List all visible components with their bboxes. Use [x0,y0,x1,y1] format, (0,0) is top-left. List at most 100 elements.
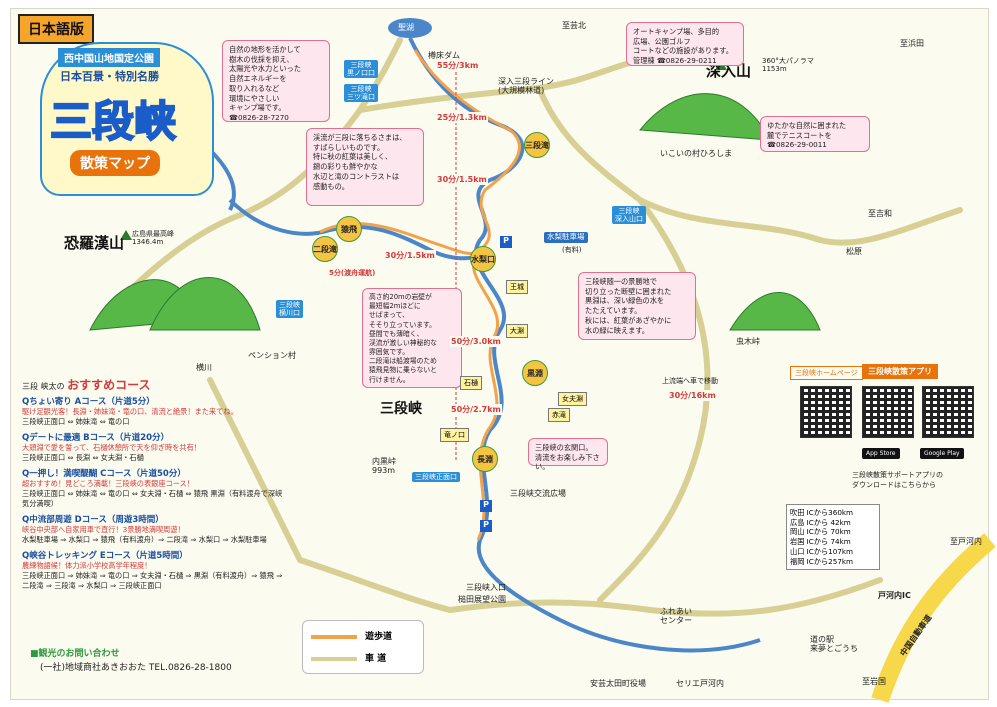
map-label: 散策マップ [70,150,160,176]
app-caption: 三段峡散策サポートアプリの ダウンロードはこちらから [852,471,943,489]
place-to-iwakuni: 至岩国 [862,677,886,686]
osorakan-note: 広島県最高峰 1346.4m [132,230,174,246]
spot-sarutobi[interactable]: 猿飛 [336,216,362,242]
spot-akataki[interactable]: 赤滝 [548,408,570,422]
tag-kitamura[interactable]: 三段峡 三ツ滝口 [344,84,378,103]
place-to-kabe: 至芸北 [562,21,586,30]
spot-ishikiri[interactable]: 石樋 [460,376,482,390]
tag-nidan[interactable]: 三段峡 横川口 [276,300,303,319]
course-e[interactable]: Q峡谷トレッキング Eコース（片道5時間） 農練物語候！体力派小学校高学年程度！… [22,549,284,591]
course-c-route: 三段峡正面口 ⇔ 姉妹滝 ⇔ 竜の口 ⇔ 女夫淵・石樋 ⇔ 猿飛 黒淵（有料渡舟… [22,489,283,508]
course-e-title: Q峡谷トレッキング Eコース（片道5時間） [22,551,188,561]
course-b-sub: 大頭淵で愛を誓って、石樋休憩所で天を仰ぎ時を共有！ [22,443,201,452]
spot-nagabuchi[interactable]: 長淵 [472,446,498,472]
parking-icon: P [480,500,492,512]
spot-meotobuchi[interactable]: 女夫淵 [558,392,587,406]
course-b-title: Qデートに最適 Bコース（片道20分） [22,433,170,443]
ic-line: 福岡 ICから257km [790,556,854,566]
course-a[interactable]: Qちょい寄り Aコース（片道5分） 駆け足観光客！長淵・姉妹滝・竜の口、清流と絶… [22,395,284,427]
sandankyo-label: 三段峡 [380,401,422,417]
course-e-sub: 農練物語候！体力派小学校高学年程度！ [22,561,152,570]
qr-app-ios[interactable] [862,386,914,438]
ic-line: 岡山 ICから 70km [790,527,851,537]
place-hijiri-dam: 樽床ダム [428,51,460,60]
app-store-badge[interactable]: App Store [862,448,900,459]
legend-walk-label: 遊歩道 [365,632,393,642]
spot-mizukashira[interactable]: 水梨口 [470,246,496,272]
subtitle: 日本百景・特別名勝 [60,70,159,83]
spot-kurobuchi[interactable]: 黒淵 [522,360,548,386]
info-nagabuchi: 三段峡の玄関口。 清流をお楽しみ下さい。 [528,438,608,471]
course-c-sub: 超おすすめ！見どころ満載！三段峡の表銀座コース！ [22,479,194,488]
info-kurobuchi: 三段峡随一の景勝地で 切り立った断壁に囲まれた 黒淵は、深い緑色の水を たたえて… [578,272,696,340]
tag-mizukashira-parking[interactable]: 水梨駐車場 [544,232,588,243]
legend-road-line [311,657,357,661]
course-a-title: Qちょい寄り Aコース（片道5分） [22,397,155,407]
course-d-sub: 峡谷中央部へ自家用車で直行！3景勝地満喫周遊！ [22,525,185,534]
qr-app-android[interactable] [922,386,974,438]
courses-panel: 三段 峡太の おすすめコース Qちょい寄り Aコース（片道5分） 駆け足観光客！… [22,376,284,591]
info-camp-left: 自然の地形を活かして 樹木の伐採を抑え、 太陽光や水力といった 自然エネルギーを… [222,40,330,122]
course-b[interactable]: Qデートに最適 Bコース（片道20分） 大頭淵で愛を誓って、石樋休憩所で天を仰ぎ… [22,431,284,463]
spot-taiyou[interactable]: 大淵 [506,324,528,338]
course-d-route: 水梨駐車場 ⇒ 水梨口 ⇒ 猿飛（有料渡舟）⇒ 二段滝 ⇒ 水梨口 ⇒ 水梨駐車… [22,535,267,544]
ic-line: 岩国 ICから 74km [790,537,851,547]
tag-shinnyu[interactable]: 三段峡 深入山口 [612,206,646,225]
place-senbon: セリエ戸河内 [676,679,724,688]
course-d-title: Q中流部周遊 Dコース（周遊3時間） [22,515,164,525]
place-togouchi-ic: 戸河内IC [878,591,911,600]
ic-table: 吹田 ICから360km 広島 ICから 42km 岡山 ICから 70km 岩… [786,504,880,571]
ic-line: 広島 ICから 42km [790,517,851,527]
homepage-label: 三段峡ホームページ [790,366,863,380]
spot-tatsunokuchi[interactable]: 竜ノ口 [440,428,469,442]
distance-4: 30分/1.5km [384,250,436,261]
spot-sandan-taki[interactable]: 三段滝 [524,132,550,158]
parking-icon: P [500,236,512,248]
course-d[interactable]: Q中流部周遊 Dコース（周遊3時間） 峡谷中央部へ自家用車で直行！3景勝地満喫周… [22,513,284,545]
info-sandan-falls: 渓流が三段に落ちるさまは、 すばらしいものです。 特に秋の紅葉は美しく、 錦の彩… [306,128,424,206]
qr-homepage[interactable] [800,386,852,438]
legend-box: 遊歩道 車 道 [302,620,424,674]
place-to-sando: 至戸河内 [950,537,982,546]
app-label: 三段峡散策アプリ [862,364,938,379]
parking-icon: P [480,520,492,532]
course-a-sub: 駆け足観光客！長淵・姉妹滝・竜の口、清流と絶景！また来てね。 [22,407,238,416]
legend-walk-line [311,635,357,639]
place-shiori: 虫木峠 [736,337,760,346]
tag-sandan-entrance[interactable]: 三段峡正面口 [412,472,460,483]
place-furusato: ふれあい センター [660,607,692,625]
info-sarutobi: 高さ約20mの岩壁が 最短幅2mほどに せばまって、 そそり立っています。 昼間… [362,288,462,388]
legend-road-label: 車 道 [365,654,387,664]
place-sandan-dai: 三段峡入口 [466,583,506,592]
contact-line: (一社)地域商社あきおおた TEL.0826-28-1800 [40,663,232,673]
courses-heading-pre: 三段 峡太の [22,382,65,391]
contact-heading: ■観光のお問い合わせ [30,649,120,659]
place-sandan-line: 深入三段ライン (大規模林道) [498,77,554,95]
google-play-badge[interactable]: Google Play [920,448,964,459]
place-office: 安芸太田町役場 [590,679,646,688]
distance-3: 30分/1.5km [436,174,488,185]
place-matsubara: 松原 [846,247,862,256]
ic-line: 山口 ICから107km [790,546,854,556]
spot-nidan-taki[interactable]: 二段滝 [312,236,338,262]
course-c[interactable]: Q一押し！満喫醍醐 Cコース（片道50分） 超おすすめ！見どころ満載！三段峡の表… [22,467,284,509]
distance-6: 50分/3.0km [450,336,502,347]
lang-badge: 日本語版 [18,14,94,44]
road-network [117,37,963,617]
shinnyu-name: 深入山 [706,62,752,80]
place-kyoyu: 槌田展望公園 [458,595,506,604]
distance-1: 55分/3km [436,60,480,71]
distance-2: 25分/1.3km [436,112,488,123]
place-ikoi: いこいの村ひろしま [660,149,732,158]
place-to-kurohara: 至吉和 [868,209,892,218]
course-a-route: 三段峡正面口 ⇔ 姉妹滝 ⇔ 竜の口 [22,417,130,426]
tag-kurobuchi-inlet[interactable]: 三段峡 黒ノ口口 [344,60,378,79]
courses-heading: 三段 峡太の おすすめコース [22,376,284,393]
park-label: 西中国山地国定公園 [58,48,160,67]
highway-road [871,533,996,703]
place-yokogawa: 横川 [196,363,212,372]
mizukashira-parking-sub: (有料) [562,246,582,254]
spot-ooshimizu[interactable]: 王城 [506,280,528,294]
